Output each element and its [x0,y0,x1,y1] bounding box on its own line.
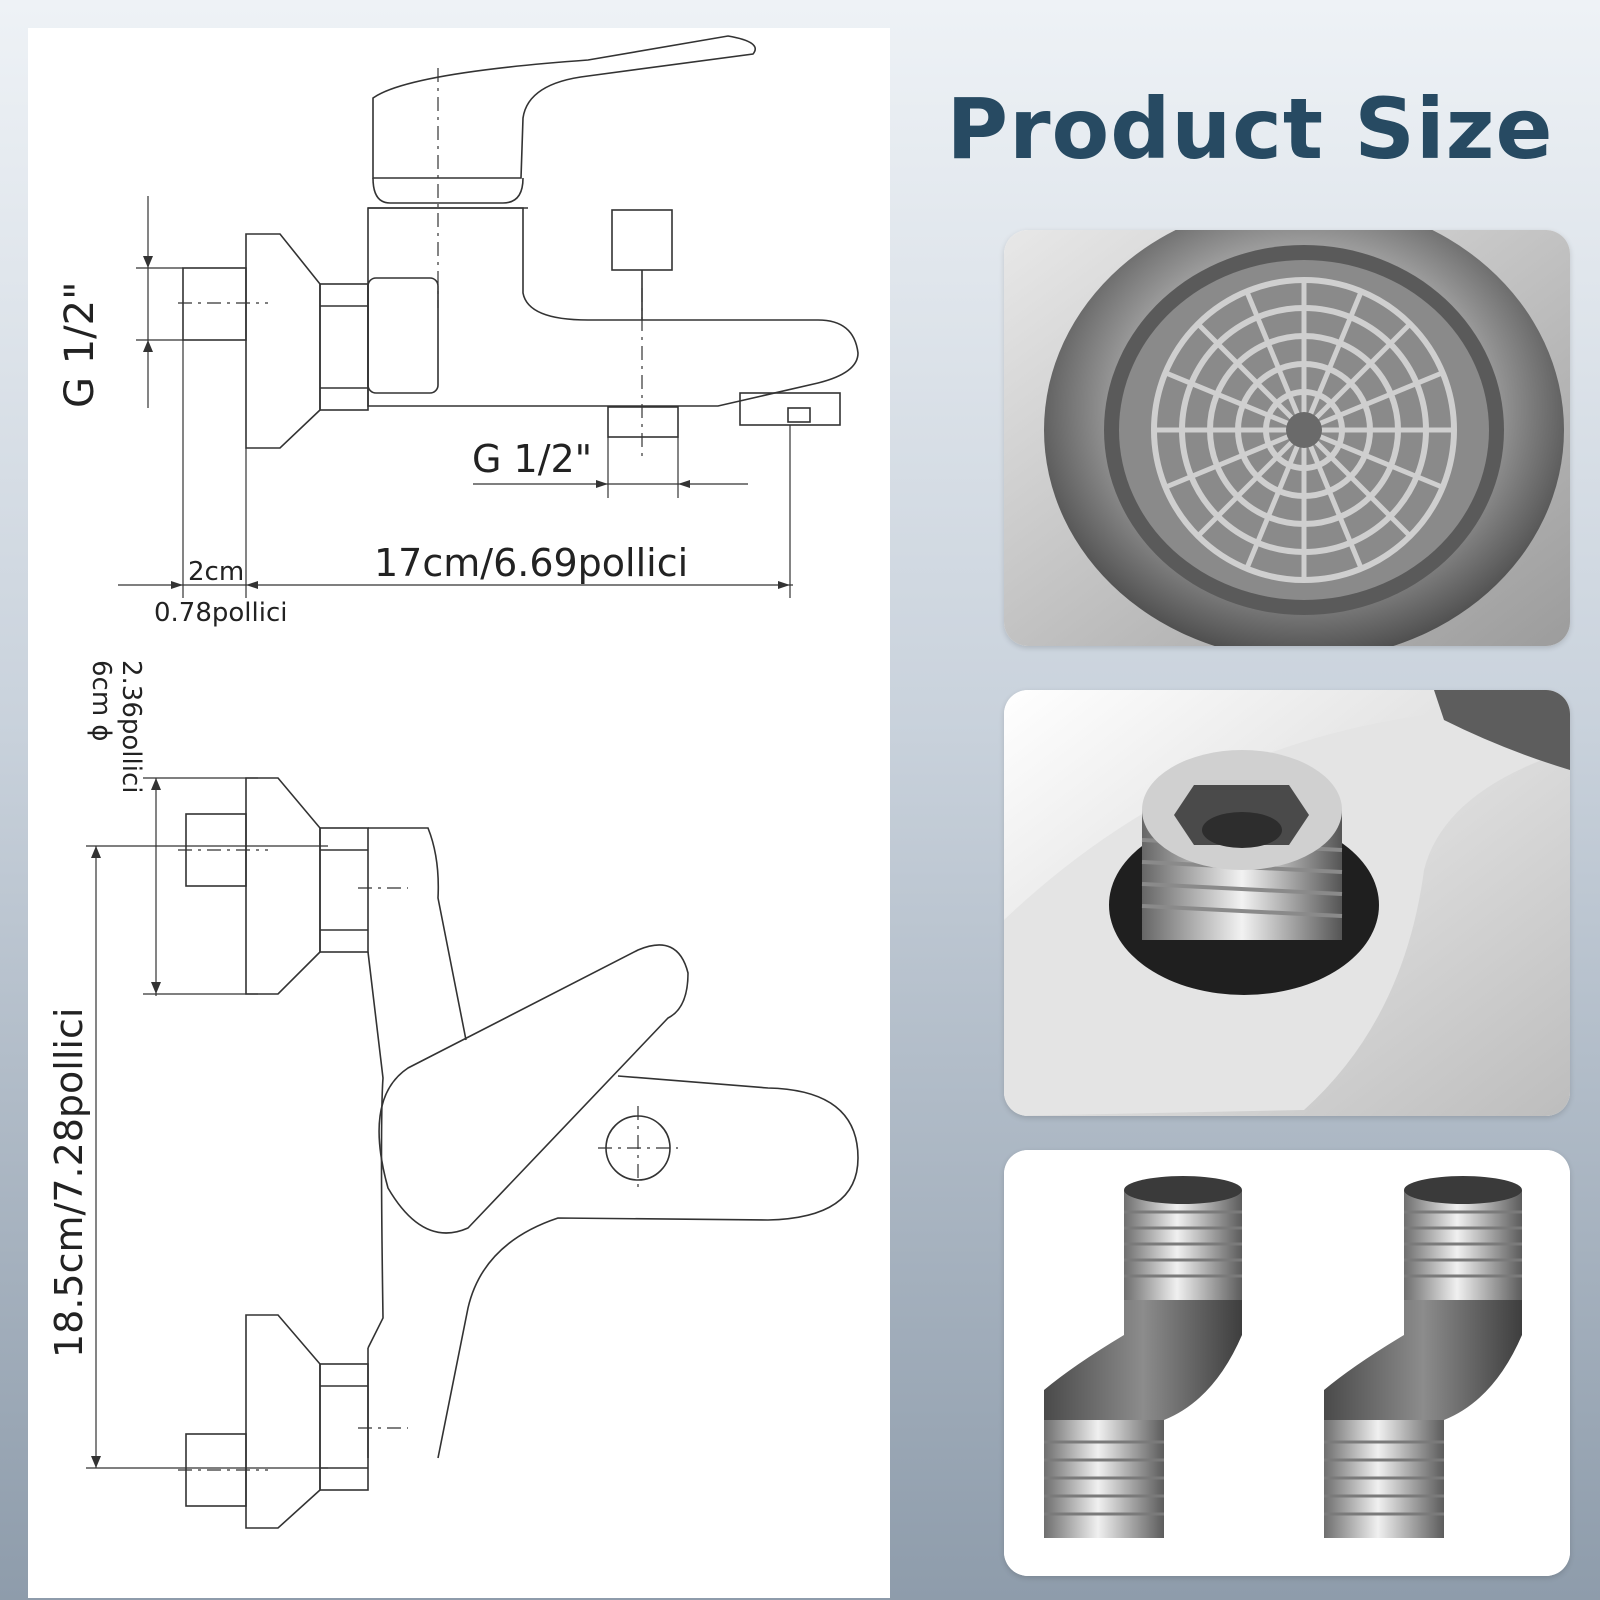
page-title: Product Size [946,80,1554,178]
offset-cm-label: 2cm [188,557,245,587]
faucet-technical-drawing [86,35,859,1529]
escutcheon-diameter-cm-label: 6cm ϕ [86,660,116,742]
inlet-thread-label: G 1/2" [57,281,103,408]
side-escutcheon [245,233,321,449]
height-label: 18.5cm/7.28pollici [47,1007,91,1358]
photo-aerator [1004,230,1570,646]
front-body-right [437,1075,859,1459]
photo-eccentric-fittings [1004,1150,1570,1576]
front-lower-nut [319,1363,369,1491]
front-body-arm-upper [368,827,467,1041]
photo-threaded-connector [1004,690,1570,1116]
offset-in-label: 0.78pollici [154,598,288,628]
side-bottom-outlet [607,406,679,438]
depth-label: 17cm/6.69pollici [374,541,689,585]
front-lever [378,944,689,1234]
aerator-icon [1004,230,1570,646]
side-faucet-body [367,207,859,407]
front-lower-escutcheon [245,1314,321,1529]
side-hex-nut [319,283,369,411]
side-lever-handle [372,35,756,179]
outlet-thread-label: G 1/2" [472,437,593,481]
side-diverter-knob [611,209,673,271]
eccentric-fittings-icon [1004,1150,1570,1576]
threaded-connector-icon [1004,690,1570,1116]
escutcheon-diameter-in-label: 2.36pollici [116,660,146,794]
side-cartridge [372,177,524,204]
fitting-left [1044,1176,1242,1538]
fitting-right [1324,1176,1522,1538]
front-upper-nut [319,827,369,953]
front-upper-escutcheon [245,777,321,995]
technical-drawing-panel: G 1/2" G 1/2" 2cm 0.78pollici 17cm/6.69p… [28,28,890,1598]
side-inlet-pipe [182,267,247,341]
